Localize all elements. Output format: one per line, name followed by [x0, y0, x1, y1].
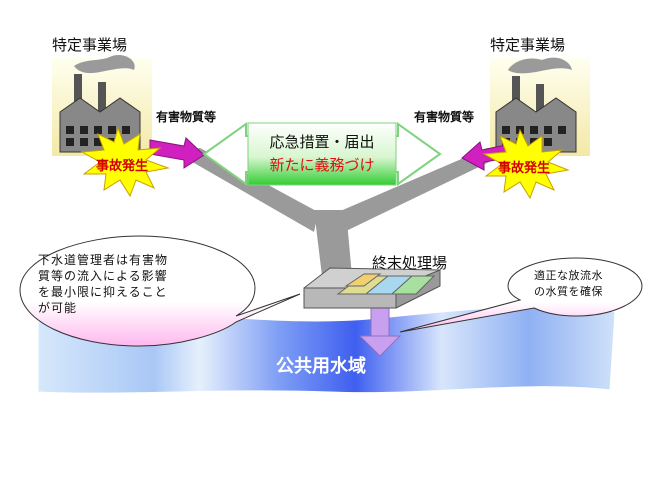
accident-label-left: 事故発生 — [96, 159, 149, 174]
left-speech-bubble — [19, 235, 301, 347]
hazard-label-left: 有害物質等 — [156, 110, 217, 124]
hazard-arrow-left — [149, 137, 205, 169]
right-bubble-text: 適正な放流水 の水質を確保 — [534, 268, 603, 300]
right-bubble-line: の水質を確保 — [534, 285, 603, 298]
factory-right-label: 特定事業場 — [490, 36, 566, 54]
left-bubble-line: 質等の流入による影響 — [38, 269, 168, 283]
center-text: 応急措置・届出 新たに義務づけ — [248, 123, 396, 175]
hazard-label-right: 有害物質等 — [414, 110, 475, 124]
accident-star-right — [482, 128, 570, 200]
left-bubble-text: 下水道管理者は有害物 質等の流入による影響 を最小限に抑えること が可能 — [38, 252, 168, 316]
public-water-label: 公共用水域 — [276, 356, 366, 377]
right-speech-bubble — [399, 257, 643, 333]
center-line-2: 新たに義務づけ — [269, 156, 375, 174]
outflow-arrow — [358, 307, 402, 357]
center-box — [247, 122, 397, 186]
factory-left-label: 特定事業場 — [52, 36, 128, 54]
treatment-plant-icon — [303, 267, 441, 309]
right-bubble-line: 適正な放流水 — [534, 269, 603, 282]
treatment-plant-label: 終末処理場 — [372, 254, 448, 272]
center-line-1: 応急措置・届出 — [269, 133, 375, 151]
accident-label-right: 事故発生 — [498, 161, 551, 176]
left-bubble-line: が可能 — [38, 301, 78, 315]
accident-star-left — [80, 126, 170, 198]
left-bubble-line: を最小限に抑えること — [38, 285, 168, 299]
sewer-pipe-network — [175, 148, 510, 276]
left-bubble-line: 下水道管理者は有害物 — [38, 253, 169, 267]
